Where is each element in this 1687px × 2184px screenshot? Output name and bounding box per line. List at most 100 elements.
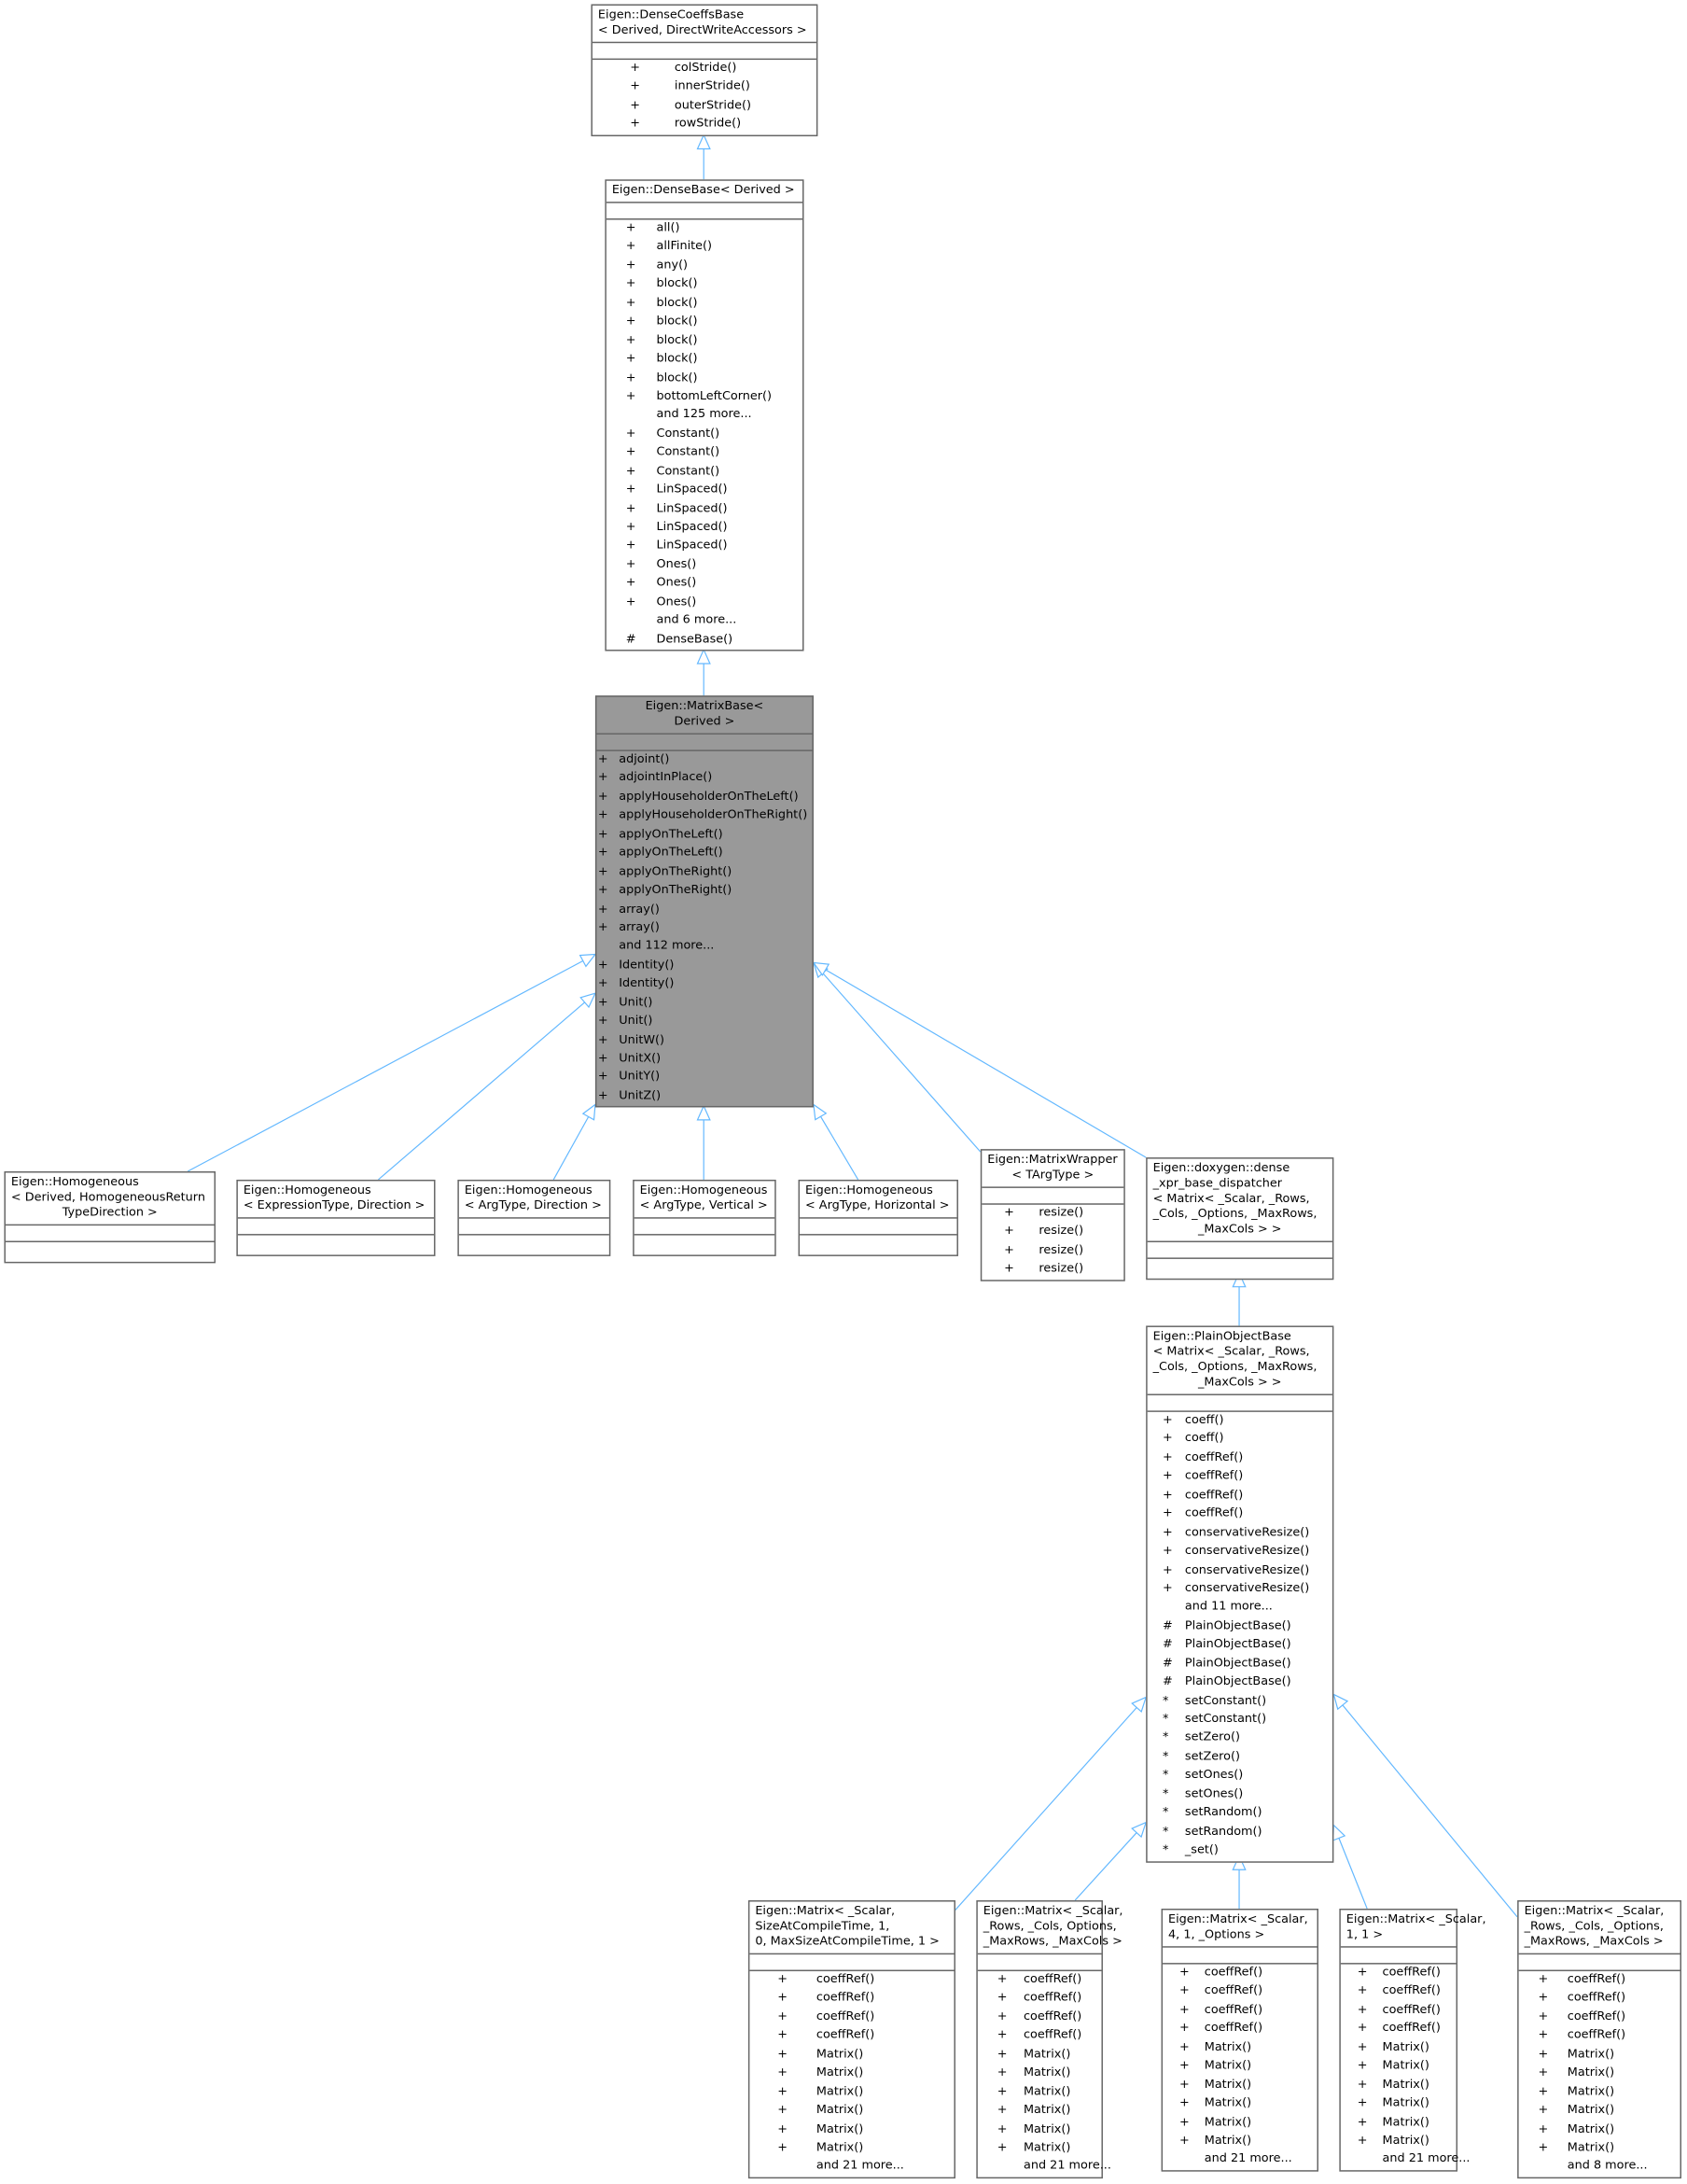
class-node-dcb[interactable]: Eigen::DenseCoeffsBase< Derived, DirectW… (591, 4, 818, 136)
method-row[interactable]: +LinSpaced() (606, 500, 802, 519)
method-row[interactable]: +Matrix() (749, 2102, 954, 2121)
method-row[interactable]: +coeffRef() (978, 1990, 1102, 2009)
method-row[interactable]: +conservativeResize() (1148, 1524, 1332, 1543)
method-row[interactable]: +Matrix() (1341, 2114, 1457, 2133)
method-row[interactable]: +Matrix() (1519, 2046, 1680, 2065)
method-row[interactable]: #PlainObjectBase() (1148, 1617, 1332, 1636)
class-node-m1[interactable]: Eigen::Matrix< _Scalar,SizeAtCompileTime… (747, 1900, 955, 2178)
method-row[interactable]: *setOnes() (1148, 1767, 1332, 1785)
method-row[interactable]: and 125 more... (606, 407, 802, 426)
method-row[interactable]: +any() (606, 258, 802, 276)
method-row[interactable]: +applyOnTheLeft() (596, 826, 812, 845)
method-row[interactable]: +adjointInPlace() (596, 770, 812, 789)
method-row[interactable]: +Matrix() (749, 2046, 954, 2065)
method-row[interactable]: +block() (606, 351, 802, 370)
method-row[interactable]: +Matrix() (749, 2083, 954, 2102)
method-row[interactable]: +coeffRef() (749, 1971, 954, 1990)
method-row[interactable]: +Matrix() (1341, 2077, 1457, 2095)
method-row[interactable]: +Matrix() (749, 2139, 954, 2158)
class-node-mw[interactable]: Eigen::MatrixWrapper< TArgType >+resize(… (980, 1149, 1125, 1281)
method-row[interactable]: +UnitY() (596, 1069, 812, 1087)
method-row[interactable]: +coeffRef() (749, 1990, 954, 2009)
method-row[interactable]: +Matrix() (978, 2046, 1102, 2065)
method-row[interactable]: +coeffRef() (1148, 1449, 1332, 1468)
method-row[interactable]: *setConstant() (1148, 1711, 1332, 1729)
method-row[interactable]: #PlainObjectBase() (1148, 1673, 1332, 1692)
method-row[interactable]: +coeffRef() (1519, 2027, 1680, 2046)
method-row[interactable]: and 21 more... (1163, 2151, 1317, 2170)
method-row[interactable]: +applyOnTheRight() (596, 863, 812, 882)
method-row[interactable]: +coeffRef() (749, 2027, 954, 2046)
method-row[interactable]: +Matrix() (978, 2083, 1102, 2102)
method-row[interactable]: +Unit() (596, 1013, 812, 1031)
method-row[interactable]: +conservativeResize() (1148, 1543, 1332, 1561)
method-row[interactable]: +UnitZ() (596, 1087, 812, 1106)
method-row[interactable]: +array() (596, 901, 812, 919)
method-row[interactable]: #PlainObjectBase() (1148, 1655, 1332, 1673)
class-node-m3[interactable]: Eigen::Matrix< _Scalar,4, 1, _Options >+… (1161, 1908, 1318, 2172)
method-row[interactable]: +rowStride() (593, 116, 816, 134)
method-row[interactable]: +resize() (982, 1242, 1123, 1261)
method-row[interactable]: *setZero() (1148, 1748, 1332, 1767)
method-row[interactable]: +UnitX() (596, 1050, 812, 1069)
method-row[interactable]: *setOnes() (1148, 1785, 1332, 1804)
method-row[interactable]: +UnitW() (596, 1031, 812, 1050)
method-row[interactable]: +block() (606, 314, 802, 332)
method-row[interactable]: +coeffRef() (1519, 1990, 1680, 2009)
method-row[interactable]: +Identity() (596, 957, 812, 975)
method-row[interactable]: *setZero() (1148, 1729, 1332, 1748)
method-row[interactable]: +coeffRef() (1519, 2009, 1680, 2027)
method-row[interactable]: +Matrix() (1341, 2133, 1457, 2151)
method-row[interactable]: +Matrix() (978, 2065, 1102, 2083)
method-row[interactable]: +resize() (982, 1205, 1123, 1224)
method-row[interactable]: +resize() (982, 1261, 1123, 1280)
method-row[interactable]: +Matrix() (978, 2121, 1102, 2139)
method-row[interactable]: +Ones() (606, 594, 802, 612)
method-row[interactable]: +Matrix() (1519, 2102, 1680, 2121)
method-row[interactable]: +Ones() (606, 556, 802, 575)
method-row[interactable]: +Matrix() (1519, 2065, 1680, 2083)
class-node-m4[interactable]: Eigen::Matrix< _Scalar,1, 1 >+coeffRef()… (1339, 1908, 1486, 2172)
method-row[interactable]: +resize() (982, 1224, 1123, 1242)
method-row[interactable]: +coeffRef() (1163, 2002, 1317, 2021)
method-row[interactable]: +coeffRef() (1163, 2021, 1317, 2039)
method-row[interactable]: +Constant() (606, 444, 802, 463)
class-node-h2[interactable]: Eigen::Homogeneous< ExpressionType, Dire… (236, 1179, 436, 1256)
method-row[interactable]: +Matrix() (749, 2065, 954, 2083)
method-row[interactable]: and 21 more... (978, 2158, 1111, 2177)
method-row[interactable]: +block() (606, 295, 802, 314)
method-row[interactable]: +all() (606, 219, 802, 238)
method-row[interactable]: +coeffRef() (978, 2027, 1102, 2046)
method-row[interactable]: +adjoint() (596, 751, 812, 770)
method-row[interactable]: +LinSpaced() (606, 482, 802, 500)
method-row[interactable]: +Matrix() (1163, 2077, 1317, 2095)
method-row[interactable]: +Matrix() (1341, 2095, 1457, 2114)
method-row[interactable]: and 112 more... (596, 938, 812, 957)
method-row[interactable]: and 11 more... (1148, 1599, 1332, 1617)
method-row[interactable]: +coeffRef() (1341, 1983, 1457, 2002)
method-row[interactable]: +coeff() (1148, 1431, 1332, 1449)
method-row[interactable]: #DenseBase() (606, 631, 802, 650)
method-row[interactable]: +coeffRef() (1341, 2002, 1457, 2021)
method-row[interactable]: +colStride() (593, 60, 816, 78)
method-row[interactable]: +coeffRef() (1341, 2021, 1457, 2039)
method-row[interactable]: +Constant() (606, 426, 802, 444)
method-row[interactable]: +innerStride() (593, 78, 816, 97)
method-row[interactable]: +Matrix() (1163, 2133, 1317, 2151)
method-row[interactable]: +Matrix() (1341, 2058, 1457, 2077)
method-row[interactable]: +coeffRef() (1148, 1468, 1332, 1487)
class-node-m2[interactable]: Eigen::Matrix< _Scalar,_Rows, _Cols, Opt… (976, 1900, 1123, 2178)
class-node-db[interactable]: Eigen::DenseBase< Derived >+all()+allFin… (605, 179, 804, 651)
class-node-h5[interactable]: Eigen::Homogeneous< ArgType, Horizontal … (798, 1179, 958, 1256)
class-node-m5[interactable]: Eigen::Matrix< _Scalar,_Rows, _Cols, _Op… (1517, 1900, 1682, 2178)
method-row[interactable]: +LinSpaced() (606, 519, 802, 538)
method-row[interactable]: +applyHouseholderOnTheRight() (596, 807, 812, 826)
method-row[interactable]: +block() (606, 332, 802, 351)
method-row[interactable]: +block() (606, 370, 802, 388)
method-row[interactable]: +coeffRef() (978, 1971, 1102, 1990)
method-row[interactable]: +coeffRef() (1163, 1965, 1317, 1983)
method-row[interactable]: +array() (596, 919, 812, 938)
method-row[interactable]: and 6 more... (606, 612, 802, 631)
method-row[interactable]: +Matrix() (978, 2139, 1102, 2158)
method-row[interactable]: +applyOnTheLeft() (596, 845, 812, 863)
